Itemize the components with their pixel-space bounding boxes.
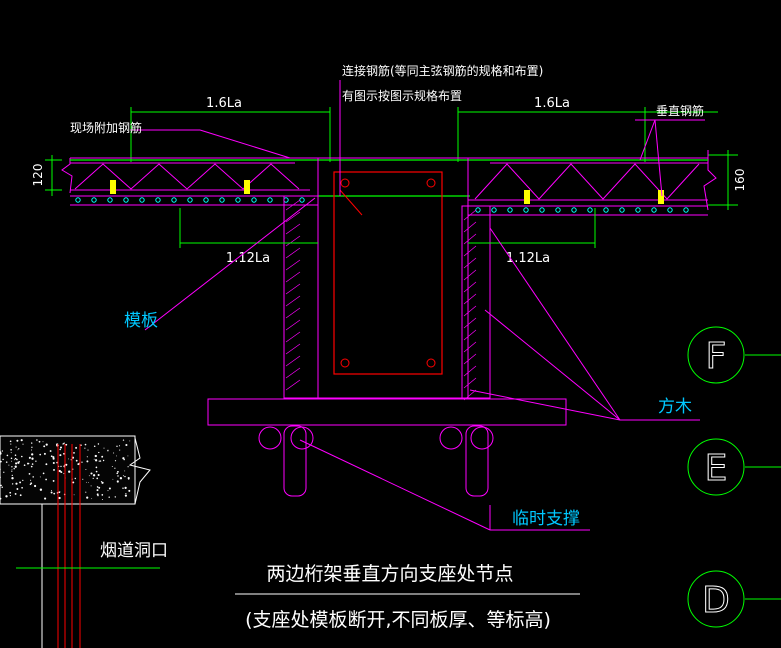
- dim-top-left-label: 1.6La: [206, 96, 242, 111]
- truss-left: [74, 163, 300, 190]
- rebar-dot: [571, 207, 577, 213]
- rebar-dot: [651, 207, 657, 213]
- rebar-dot: [155, 197, 161, 203]
- dim-top-right-label: 1.6La: [534, 96, 570, 111]
- formwork-post-right: [461, 205, 491, 401]
- rebar-dot: [91, 197, 97, 203]
- dim-thick-left: 120: [31, 155, 62, 196]
- dim-bottom-right-label: 1.12La: [506, 251, 550, 266]
- site-extra-rebar-label: 现场附加钢筋: [70, 120, 142, 135]
- rebar-dot: [587, 207, 593, 213]
- rebar-dot: [523, 207, 529, 213]
- timber-label: 方木: [658, 397, 692, 417]
- flue-opening-label: 烟道洞口: [100, 541, 168, 561]
- drawing-subtitle: (支座处模板断开,不同板厚、等标高): [245, 609, 551, 631]
- connecting-rebar-label: 连接钢筋(等同主弦钢筋的规格和布置): [342, 63, 543, 78]
- rebar-dot: [507, 207, 513, 213]
- dim-bottom-right: 1.12La: [468, 208, 596, 266]
- rebar-dot: [219, 197, 225, 203]
- formwork-label: 模板: [124, 311, 158, 331]
- rebar-dot: [475, 207, 481, 213]
- spacer-right-2: [658, 190, 664, 204]
- rebar-dot: [491, 207, 497, 213]
- rebar-dot: [251, 197, 257, 203]
- grid-axis-E[interactable]: E: [687, 438, 781, 496]
- grid-axis-F[interactable]: F: [687, 326, 781, 384]
- dim-top-left: 1.6La: [130, 96, 331, 162]
- beam-rebar-cage: [333, 171, 443, 375]
- vertical-rebar-label: 垂直钢筋: [656, 103, 704, 118]
- drawing-title: 两边桁架垂直方向支座处节点: [266, 563, 513, 585]
- dim-bottom-left: 1.12La: [179, 208, 318, 266]
- rebar-dot: [107, 197, 113, 203]
- temp-supports: [258, 425, 494, 497]
- rebar-dot: [139, 197, 145, 203]
- grid-axis-F-label: F: [706, 336, 727, 377]
- dim-thick-right-label: 160: [733, 169, 747, 192]
- leaders: [130, 80, 705, 531]
- rebar-dot: [619, 207, 625, 213]
- grid-axis-D-label: D: [702, 580, 730, 621]
- flue-opening-detail: 烟道洞口: [0, 435, 168, 648]
- concrete-hatch: [0, 439, 131, 500]
- rebar-dot: [299, 197, 305, 203]
- spacer-right-1: [524, 190, 530, 204]
- rebar-dot: [203, 197, 209, 203]
- rebar-dot: [667, 207, 673, 213]
- dim-top-right: 1.6La: [457, 96, 718, 162]
- grid-axis-E-label: E: [705, 448, 728, 489]
- rebar-dot: [555, 207, 561, 213]
- spacer-left-2: [244, 180, 250, 194]
- rebar-dot: [603, 207, 609, 213]
- rebar-dot: [187, 197, 193, 203]
- rebar-dot: [635, 207, 641, 213]
- rebar-dots-right: [475, 207, 689, 213]
- dim-thick-left-label: 120: [31, 164, 45, 187]
- timber-beam: [207, 398, 567, 426]
- rebar-dot: [683, 207, 689, 213]
- rebar-dot: [267, 197, 273, 203]
- rebar-dots-left: [75, 197, 305, 203]
- rebar-dot: [539, 207, 545, 213]
- rebar-dot: [235, 197, 241, 203]
- formwork-post-left: [283, 195, 319, 399]
- spacer-left-1: [110, 180, 116, 194]
- rebar-dot: [171, 197, 177, 203]
- slab-right: [468, 150, 717, 216]
- truss-right: [474, 163, 700, 200]
- dim-bottom-left-label: 1.12La: [226, 251, 270, 266]
- rebar-dot: [123, 197, 129, 203]
- rebar-dot: [75, 197, 81, 203]
- slab-left: [61, 157, 318, 206]
- dim-thick-right: 160: [708, 150, 747, 210]
- per-drawing-label: 有图示按图示规格布置: [342, 88, 462, 103]
- grid-axis-D[interactable]: D: [687, 570, 781, 628]
- temp-support-label: 临时支撑: [512, 509, 580, 529]
